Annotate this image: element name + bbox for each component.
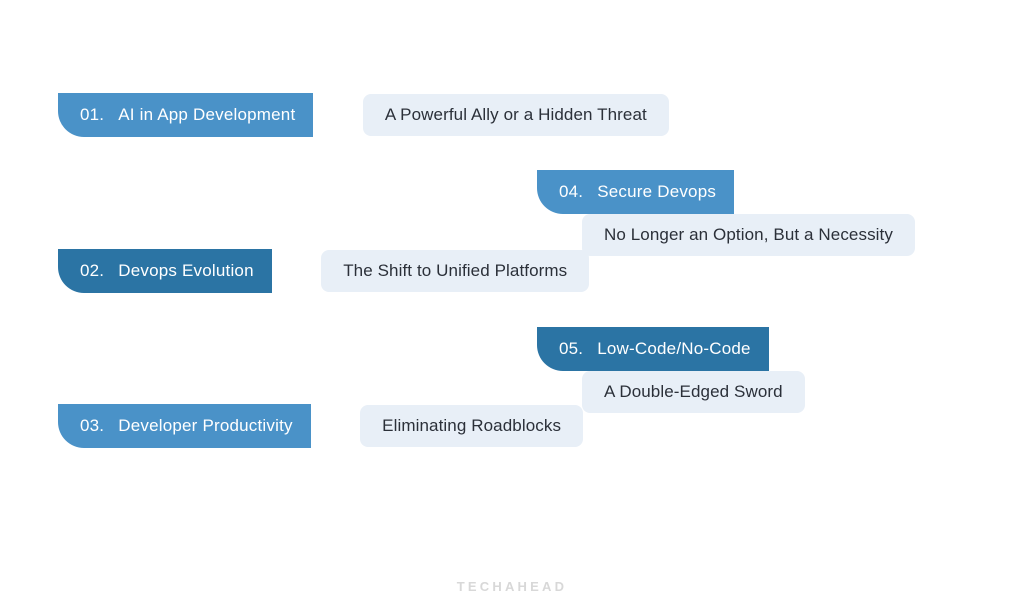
item-header-01: 01. AI in App Development xyxy=(58,93,314,137)
item-subtitle-pill-03: Eliminating Roadblocks xyxy=(360,405,584,447)
item-header-03: 03. Developer Productivity xyxy=(58,404,311,448)
item-title-05: Low-Code/No-Code xyxy=(597,339,751,358)
item-title-01: AI in App Development xyxy=(118,105,296,124)
item-subtitle-text-02: The Shift to Unified Platforms xyxy=(343,261,568,280)
item-title-04: Secure Devops xyxy=(597,182,717,201)
item-subtitle-text-05: A Double-Edged Sword xyxy=(604,382,783,401)
item-header-04: 04. Secure Devops xyxy=(537,170,735,214)
item-title-02: Devops Evolution xyxy=(118,261,254,280)
item-title-03: Developer Productivity xyxy=(118,416,293,435)
item-header-02: 02. Devops Evolution xyxy=(58,249,272,293)
item-number-02: 02. xyxy=(80,261,105,280)
item-subtitle-pill-01: A Powerful Ally or a Hidden Threat xyxy=(362,94,669,136)
list-item-01: 01. AI in App Development A Powerful All… xyxy=(58,93,669,137)
item-number-05: 05. xyxy=(559,339,584,358)
item-subtitle-text-01: A Powerful Ally or a Hidden Threat xyxy=(384,105,647,124)
item-number-01: 01. xyxy=(80,105,105,124)
item-subtitle-pill-02: The Shift to Unified Platforms xyxy=(321,250,590,292)
item-subtitle-text-03: Eliminating Roadblocks xyxy=(382,416,562,435)
list-item-04: 04. Secure Devops No Longer an Option, B… xyxy=(537,170,1024,256)
item-subtitle-pill-05: A Double-Edged Sword xyxy=(582,371,805,413)
item-subtitle-pill-04: No Longer an Option, But a Necessity xyxy=(582,214,915,256)
list-item-02: 02. Devops Evolution The Shift to Unifie… xyxy=(58,249,590,293)
footer-watermark: TECHAHEAD xyxy=(0,578,1024,596)
item-header-05: 05. Low-Code/No-Code xyxy=(537,327,769,371)
brand-wordmark: TECHAHEAD xyxy=(456,579,568,594)
list-item-05: 05. Low-Code/No-Code A Double-Edged Swor… xyxy=(537,327,1024,413)
item-number-03: 03. xyxy=(80,416,105,435)
item-subtitle-text-04: No Longer an Option, But a Necessity xyxy=(604,225,893,244)
item-number-04: 04. xyxy=(559,182,584,201)
list-item-03: 03. Developer Productivity Eliminating R… xyxy=(58,404,584,448)
